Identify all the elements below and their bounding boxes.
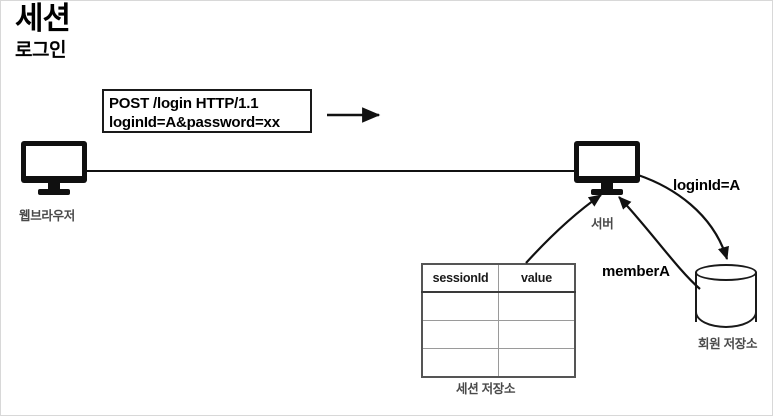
table-row — [421, 291, 576, 321]
cylinder-bottom — [695, 312, 757, 328]
monitor-base — [591, 189, 623, 195]
monitor-icon-browser — [21, 141, 87, 197]
column-header-sessionid: sessionId — [421, 263, 499, 293]
page-subtitle: 로그인 — [15, 40, 66, 61]
session-store-arrow — [525, 194, 602, 264]
login-query-label: loginId=A — [673, 177, 740, 194]
session-store-table: sessionId value — [421, 263, 576, 378]
monitor-icon-server — [574, 141, 640, 197]
cell-sessionid — [421, 291, 499, 321]
column-header-value: value — [498, 263, 576, 293]
cell-value — [498, 348, 576, 378]
member-result-label: memberA — [602, 263, 670, 280]
server-label: 서버 — [591, 217, 614, 231]
request-line-body: loginId=A&password=xx — [109, 114, 280, 131]
cylinder-top — [695, 264, 757, 281]
monitor-neck — [48, 183, 60, 190]
monitor-base — [38, 189, 70, 195]
browser-label: 웹브라우저 — [19, 209, 76, 223]
table-header-row: sessionId value — [421, 263, 576, 293]
cell-value — [498, 320, 576, 349]
table-row — [421, 320, 576, 349]
member-store-label: 회원 저장소 — [698, 337, 758, 351]
cell-sessionid — [421, 348, 499, 378]
database-cylinder-icon — [695, 264, 757, 328]
monitor-neck — [601, 183, 613, 190]
cell-sessionid — [421, 320, 499, 349]
http-request-box: POST /login HTTP/1.1 loginId=A&password=… — [102, 89, 312, 133]
session-store-label: 세션 저장소 — [456, 382, 516, 396]
cell-value — [498, 291, 576, 321]
monitor-screen — [26, 146, 82, 176]
page-title: 세션 — [15, 1, 71, 36]
request-line-method: POST /login HTTP/1.1 — [109, 95, 259, 112]
monitor-screen — [579, 146, 635, 176]
table-row — [421, 348, 576, 378]
